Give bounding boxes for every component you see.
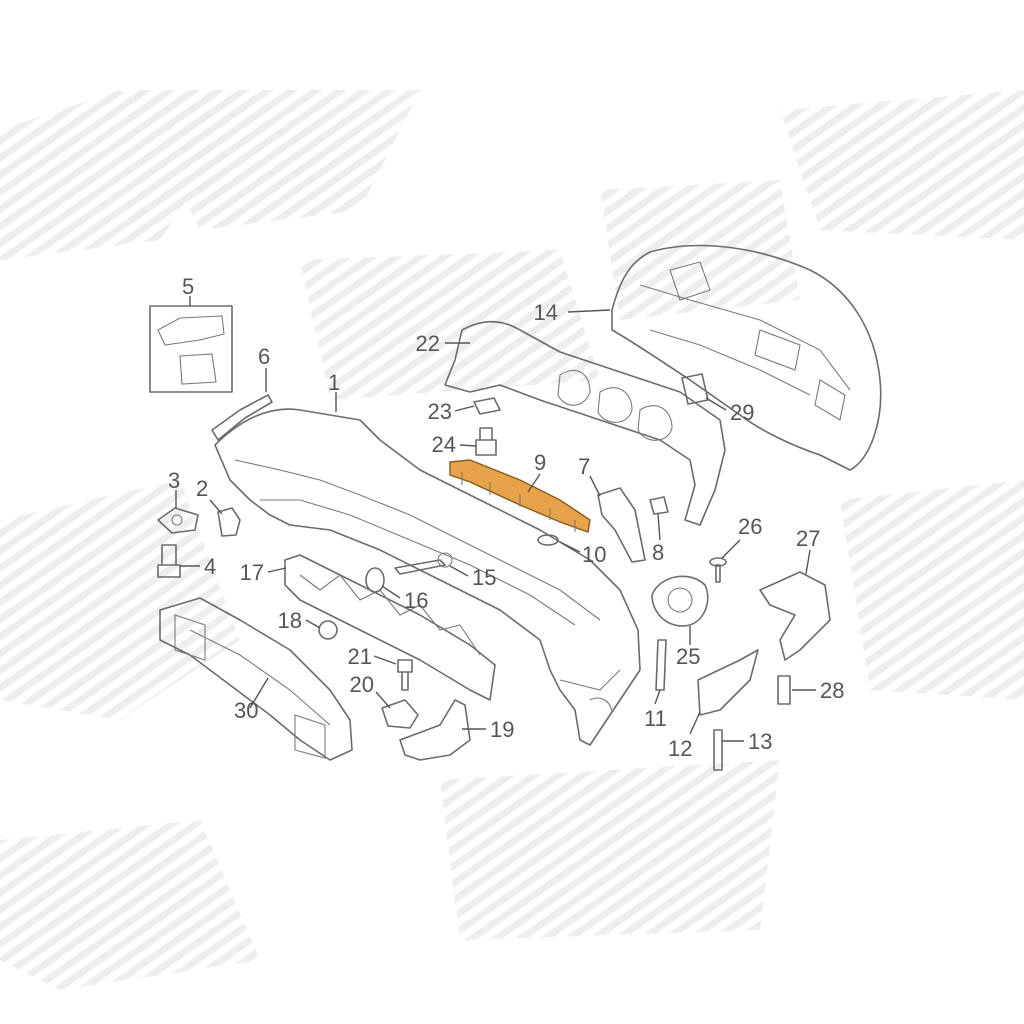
callout-2: 2 <box>196 476 208 501</box>
watermark <box>0 90 1024 990</box>
callout-9: 9 <box>534 450 546 475</box>
callout-10: 10 <box>582 542 606 567</box>
small-parts <box>149 305 831 771</box>
callout-5: 5 <box>182 274 194 299</box>
part-9-reinforcement-strip <box>449 459 591 533</box>
callout-16: 16 <box>404 588 428 613</box>
callout-14: 14 <box>534 300 558 325</box>
callout-25: 25 <box>676 644 700 669</box>
part-17-absorber <box>284 554 496 701</box>
callout-29: 29 <box>730 400 754 425</box>
callout-7: 7 <box>578 454 590 479</box>
part-30-crash-bar <box>159 597 353 761</box>
part-5-inset-frame <box>149 305 233 393</box>
callout-22: 22 <box>416 331 440 356</box>
callout-12: 12 <box>668 736 692 761</box>
callout-24: 24 <box>432 432 456 457</box>
callout-labels: 5 6 1 3 2 4 14 22 23 24 9 7 8 10 15 16 1… <box>168 274 844 761</box>
callout-27: 27 <box>796 526 820 551</box>
callout-20: 20 <box>350 672 374 697</box>
callout-23: 23 <box>428 399 452 424</box>
callout-11: 11 <box>644 706 667 731</box>
part-22-diffuser <box>444 320 726 526</box>
callout-17: 17 <box>240 560 264 585</box>
callout-30: 30 <box>234 698 258 723</box>
callout-18: 18 <box>278 608 302 633</box>
part-1-bumper-cover <box>214 408 641 746</box>
callout-6: 6 <box>258 344 270 369</box>
callout-15: 15 <box>472 565 496 590</box>
callout-1: 1 <box>328 370 340 395</box>
callout-13: 13 <box>748 729 772 754</box>
callout-3: 3 <box>168 468 180 493</box>
callout-8: 8 <box>652 540 664 565</box>
callout-21: 21 <box>348 644 372 669</box>
leader-lines <box>175 296 816 742</box>
callout-28: 28 <box>820 678 844 703</box>
callout-4: 4 <box>204 554 216 579</box>
callout-19: 19 <box>490 717 514 742</box>
callout-26: 26 <box>738 514 762 539</box>
